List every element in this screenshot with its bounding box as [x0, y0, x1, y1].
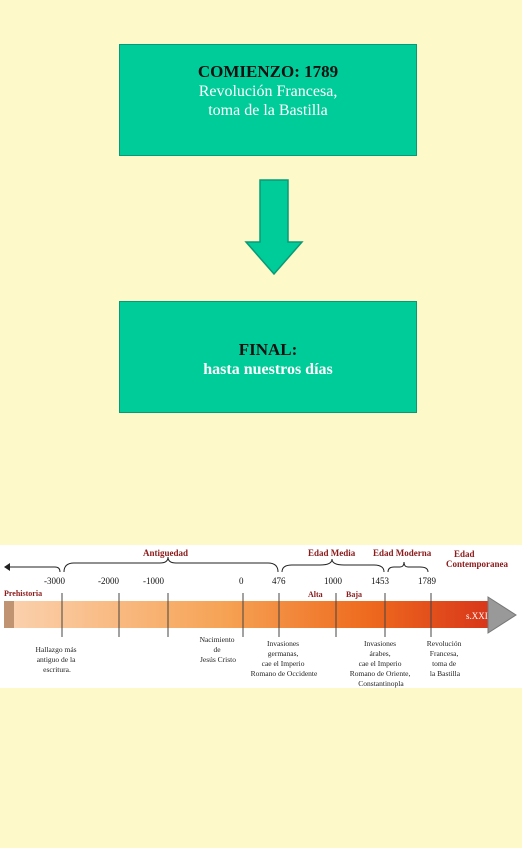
era-alta: Alta	[308, 590, 323, 599]
year-label: 1789	[418, 576, 437, 586]
event-invasiones-arabes: Invasiones árabes, cae el Imperio Romano…	[350, 639, 412, 688]
end-box: FINAL: hasta nuestros días	[119, 301, 417, 413]
era-edad-media: Edad Media	[308, 548, 356, 558]
year-label: 0	[239, 576, 244, 586]
start-line-2: toma de la Bastilla	[208, 102, 328, 119]
history-timeline: Antiguedad Edad Media Edad Moderna Edad …	[0, 545, 522, 688]
timeline-arrow-icon	[487, 596, 517, 634]
era-antiguedad: Antiguedad	[143, 548, 188, 558]
era-edad-moderna: Edad Moderna	[373, 548, 432, 558]
end-line-1: hasta nuestros días	[203, 361, 333, 378]
brace-antiguedad	[63, 556, 279, 573]
brace-edad-moderna	[387, 561, 429, 573]
end-title: FINAL:	[238, 340, 298, 359]
timeline-bar	[4, 601, 490, 628]
era-edad-contemporanea-2: Contemporanea	[446, 559, 508, 569]
year-label: 476	[272, 576, 286, 586]
era-prehistoria: Prehistoria	[4, 589, 42, 598]
event-nacimiento: Nacimiento de Jesús Cristo	[200, 635, 237, 664]
year-label: 1000	[324, 576, 343, 586]
down-arrow-icon	[244, 179, 304, 276]
start-box: COMIENZO: 1789 Revolución Francesa, toma…	[119, 44, 417, 156]
event-invasiones-germanas: Invasiones germanas, cae el Imperio Roma…	[251, 639, 318, 678]
year-label: -2000	[98, 576, 119, 586]
start-title: COMIENZO: 1789	[197, 62, 339, 81]
brace-edad-media	[281, 558, 385, 573]
era-edad-contemporanea-1: Edad	[454, 549, 475, 559]
year-label: -3000	[44, 576, 65, 586]
brace-prehistoria	[6, 566, 61, 573]
prehistoria-arrow-icon	[4, 563, 10, 571]
event-escritura: Hallazgo más antiguo de la escritura.	[36, 645, 79, 674]
timeline-tip-label: s.XXI	[466, 611, 488, 621]
event-revolucion-francesa: Revolución Francesa, toma de la Bastilla	[427, 639, 463, 678]
year-label: -1000	[143, 576, 164, 586]
era-baja: Baja	[346, 590, 362, 599]
year-label: 1453	[371, 576, 390, 586]
start-line-1: Revolución Francesa,	[198, 83, 338, 100]
prehistoria-hatch	[4, 601, 14, 628]
